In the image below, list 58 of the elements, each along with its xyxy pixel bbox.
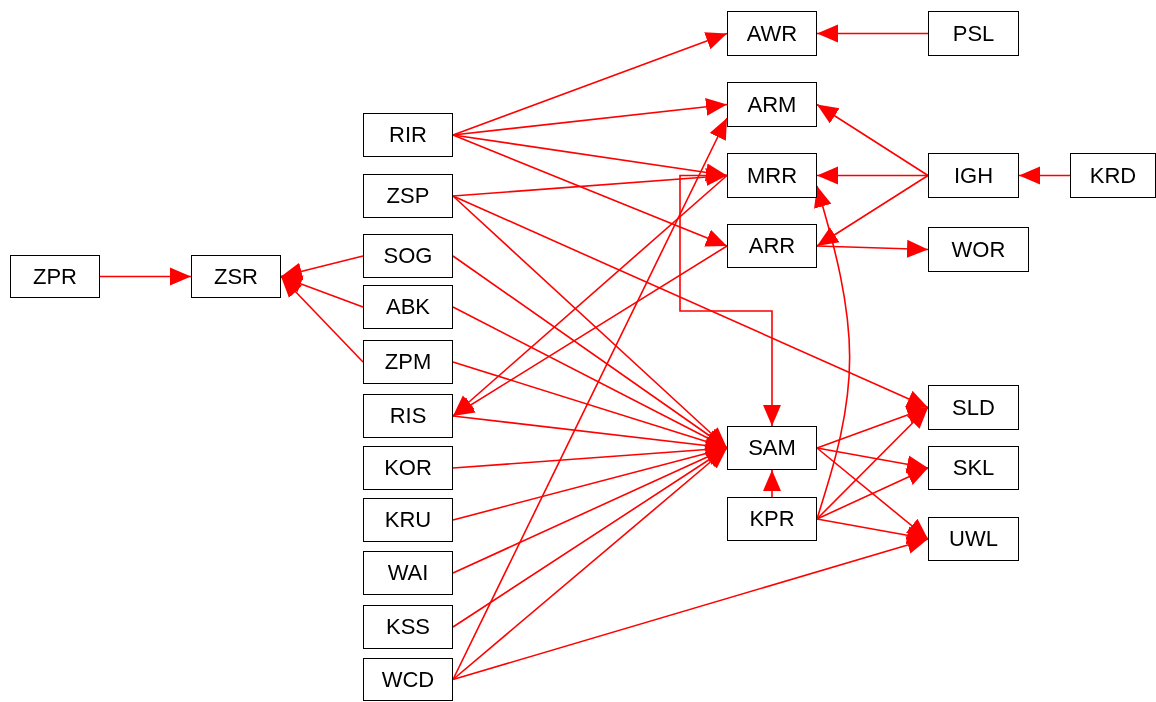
- arrow: [452, 32, 728, 136]
- arrow: [816, 406, 929, 449]
- arrow: [452, 536, 929, 681]
- node-box: ABK: [363, 285, 453, 329]
- node-box: MRR: [727, 153, 817, 198]
- node-box: WCD: [363, 658, 453, 701]
- node-box: RIR: [363, 113, 453, 157]
- arrow: [452, 447, 728, 681]
- arrow: [452, 174, 728, 417]
- arrow: [816, 518, 929, 545]
- arrow: [816, 447, 929, 474]
- node-box: IGH: [928, 153, 1019, 198]
- arrow: [280, 275, 364, 363]
- arrow: [452, 134, 728, 182]
- node-box: KPR: [727, 497, 817, 541]
- arrow: [816, 166, 929, 185]
- node-box: ZPR: [10, 255, 100, 298]
- arrow: [1018, 166, 1071, 185]
- node-box: SOG: [363, 234, 453, 278]
- node-box: ARR: [727, 224, 817, 268]
- node-box: KOR: [363, 446, 453, 490]
- arrow: [816, 103, 929, 177]
- node-box: SLD: [928, 385, 1019, 430]
- arrow: [816, 239, 929, 258]
- arrow: [452, 447, 728, 628]
- node-box: ARM: [727, 82, 817, 127]
- arrow: [452, 168, 728, 197]
- arrow: [452, 97, 728, 136]
- node-box: PSL: [928, 11, 1019, 56]
- node-box: KRD: [1070, 153, 1156, 198]
- arrow: [452, 195, 929, 409]
- arrow: [452, 117, 728, 681]
- node-box: SKL: [928, 446, 1019, 490]
- node-box: ZPM: [363, 340, 453, 384]
- node-box: WAI: [363, 551, 453, 595]
- node-box: ZSP: [363, 174, 453, 218]
- arrow: [763, 469, 781, 498]
- node-box: KRU: [363, 498, 453, 542]
- arrow: [679, 174, 781, 427]
- node-box: SAM: [727, 426, 817, 470]
- arrow: [99, 267, 192, 286]
- arrow: [816, 174, 929, 247]
- arrow: [814, 185, 851, 520]
- arrow: [816, 447, 929, 540]
- node-box: KSS: [363, 605, 453, 649]
- node-box: RIS: [363, 394, 453, 438]
- arrow: [816, 406, 929, 520]
- arrow: [280, 275, 364, 308]
- arrow: [452, 245, 728, 417]
- arrow: [816, 24, 929, 43]
- node-box: AWR: [727, 11, 817, 56]
- node-box: ZSR: [191, 255, 281, 298]
- arrow: [280, 255, 364, 281]
- node-box: WOR: [928, 227, 1029, 272]
- node-box: UWL: [928, 517, 1019, 561]
- arrow: [452, 134, 728, 247]
- arrow: [816, 467, 929, 520]
- arrow: [452, 195, 728, 449]
